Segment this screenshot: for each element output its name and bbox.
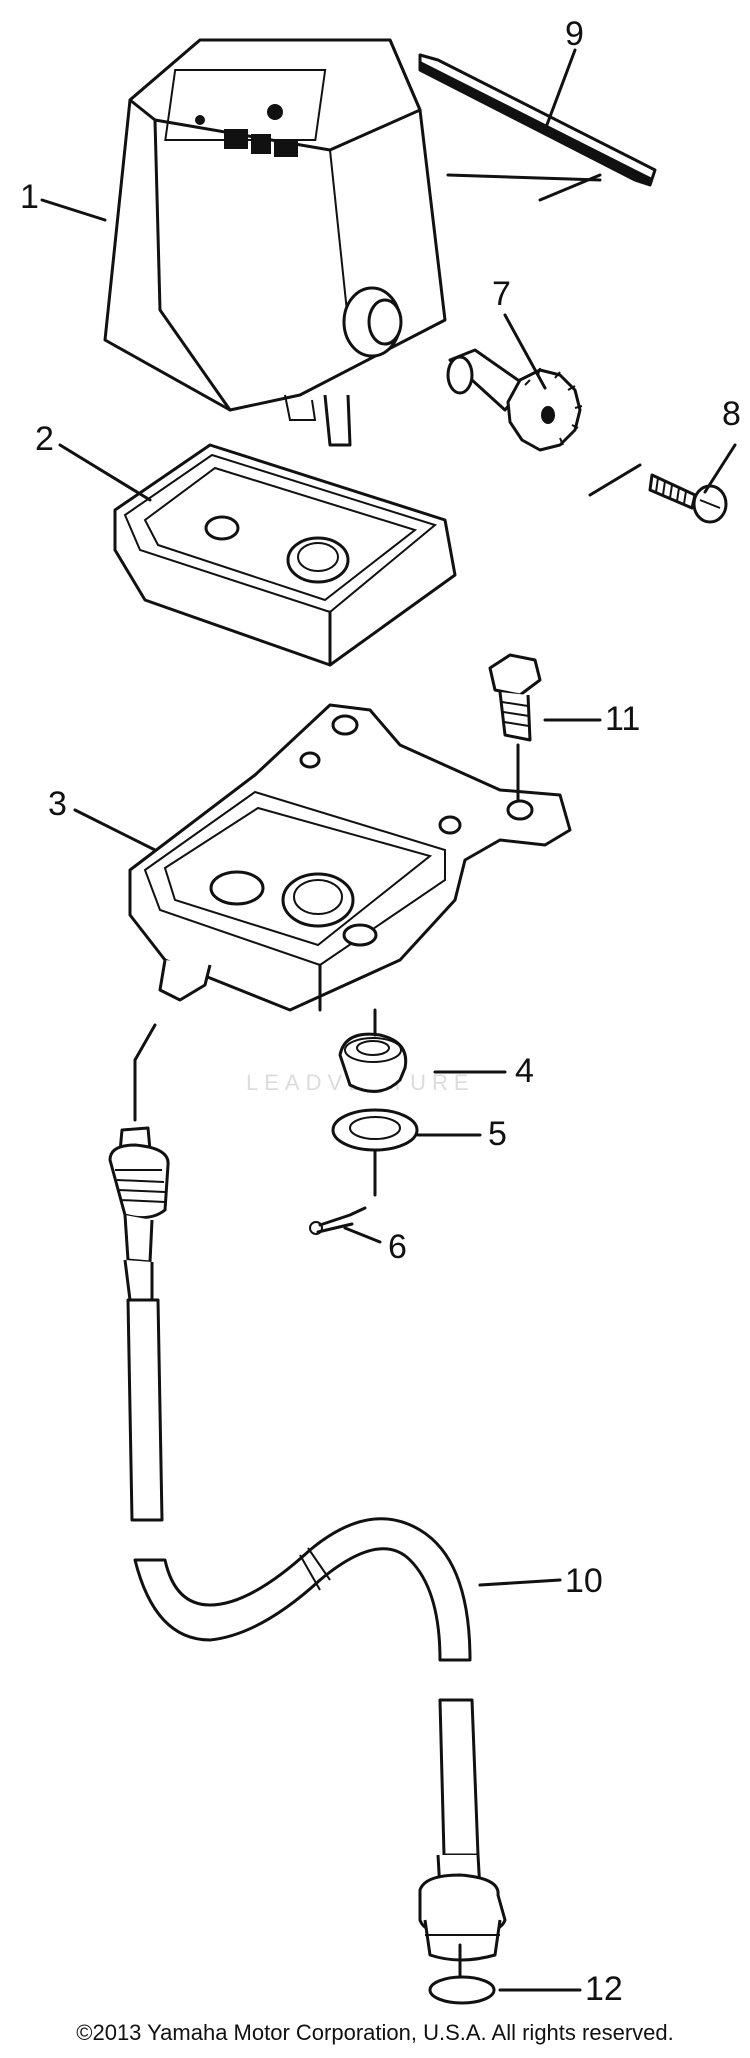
callout-7: 7 <box>492 275 511 313</box>
callout-11: 11 <box>605 700 640 738</box>
part-6-pin <box>309 1206 367 1235</box>
part-8-screw <box>648 473 728 524</box>
callout-6: 6 <box>388 1228 407 1266</box>
callout-4: 4 <box>515 1052 534 1090</box>
callout-2: 2 <box>35 420 54 458</box>
part-12-oring <box>428 1975 496 2005</box>
leader-lines <box>40 48 737 1992</box>
part-1-meter-housing <box>103 38 447 447</box>
part-5-washer <box>331 1108 419 1152</box>
part-3-bracket <box>128 703 572 1012</box>
callout-5: 5 <box>488 1115 507 1153</box>
callout-12: 12 <box>585 1970 623 2008</box>
callout-3: 3 <box>48 785 67 823</box>
part-2-gasket <box>113 443 457 667</box>
callout-1: 1 <box>20 178 39 216</box>
callout-8: 8 <box>722 395 741 433</box>
part-11-bolt <box>488 653 542 742</box>
part-4-grommet <box>338 1032 408 1093</box>
callout-10: 10 <box>565 1562 603 1600</box>
part-7-drive-gear <box>446 348 583 452</box>
part-10-cable <box>108 1126 507 1962</box>
copyright-footer: ©2013 Yamaha Motor Corporation, U.S.A. A… <box>76 2020 674 2045</box>
callout-9: 9 <box>565 15 584 53</box>
part-9-strip <box>418 53 657 187</box>
